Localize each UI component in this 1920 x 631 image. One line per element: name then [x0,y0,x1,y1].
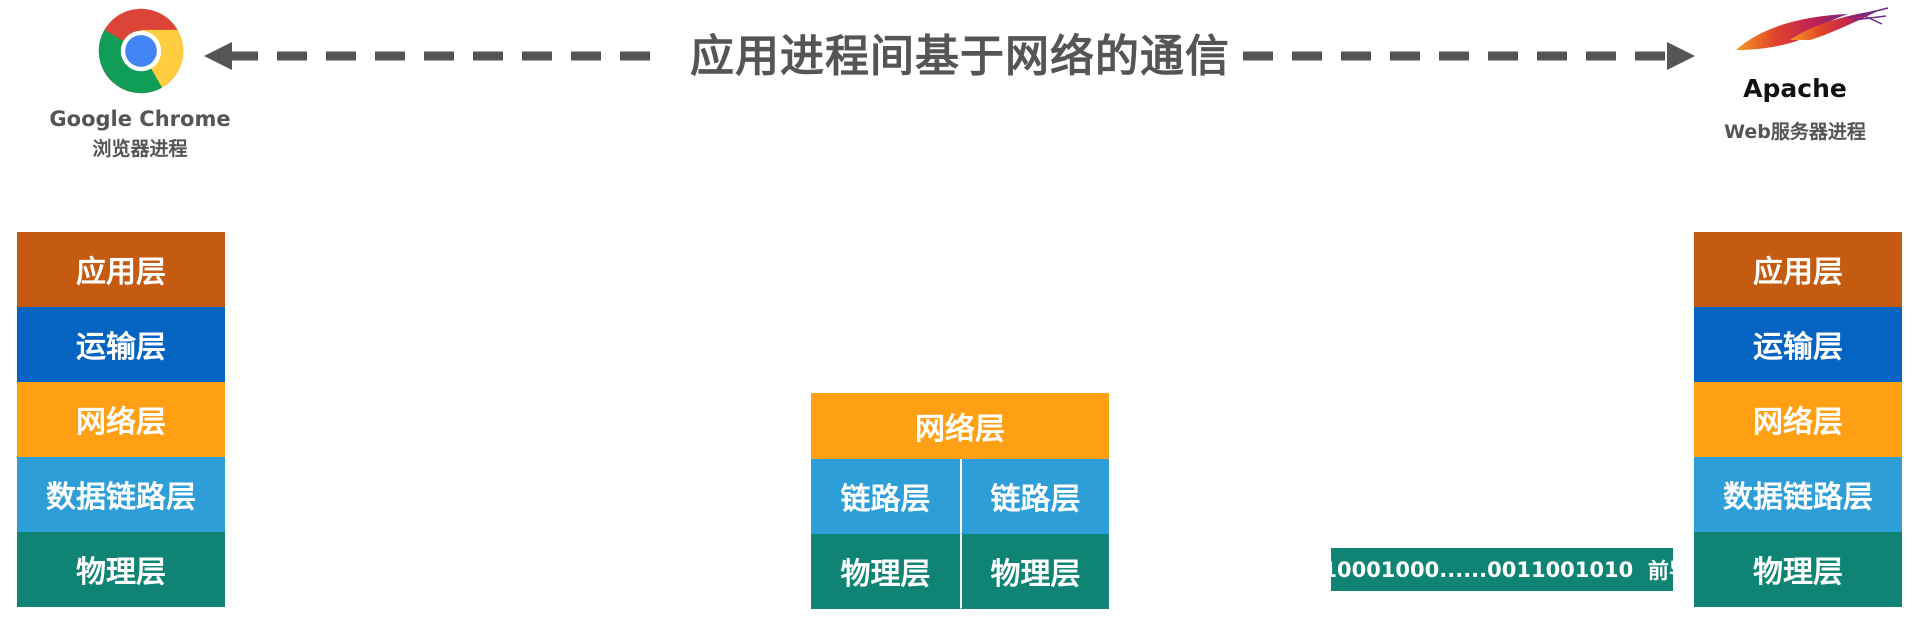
client-protocol-stack: 应用层 运输层 网络层 数据链路层 物理层 [17,232,225,607]
chrome-logo-icon [98,8,184,94]
router-protocol-stack: 网络层 链路层 链路层 物理层 物理层 [811,393,1109,609]
router-physical-row: 物理层 物理层 [811,534,1109,609]
preamble-bits-box: 1010001000......0011001010 前导码 [1293,548,1711,591]
application-layer: 应用层 [17,232,225,307]
transport-layer: 运输层 [1694,307,1902,382]
transport-layer: 运输层 [17,307,225,382]
router-network-layer: 网络层 [811,393,1109,459]
arrow-head-right [1667,42,1695,70]
physical-layer: 物理层 [17,532,225,607]
preamble-bits: 1010001000......0011001010 [1293,557,1634,582]
physical-layer: 物理层 [1694,532,1902,607]
chrome-label: Google Chrome [49,107,231,131]
datalink-layer: 数据链路层 [17,457,225,532]
router-datalink-layer-left: 链路层 [811,459,960,534]
router-physical-layer-right: 物理层 [960,534,1109,609]
apache-subtitle: Web服务器进程 [1724,121,1866,143]
apache-label: Apache [1743,74,1847,103]
router-datalink-layer-right: 链路层 [960,459,1109,534]
apache-feather-icon [1736,7,1889,50]
server-protocol-stack: 应用层 运输层 网络层 数据链路层 物理层 [1694,232,1902,607]
arrow-head-left [204,42,232,70]
chrome-subtitle: 浏览器进程 [92,138,188,160]
diagram-title: 应用进程间基于网络的通信 [690,31,1230,82]
router-physical-layer-left: 物理层 [811,534,960,609]
network-layer: 网络层 [1694,382,1902,457]
network-layer: 网络层 [17,382,225,457]
communication-arrow [204,42,1695,70]
application-layer: 应用层 [1694,232,1902,307]
datalink-layer: 数据链路层 [1694,457,1902,532]
router-datalink-row: 链路层 链路层 [811,459,1109,534]
